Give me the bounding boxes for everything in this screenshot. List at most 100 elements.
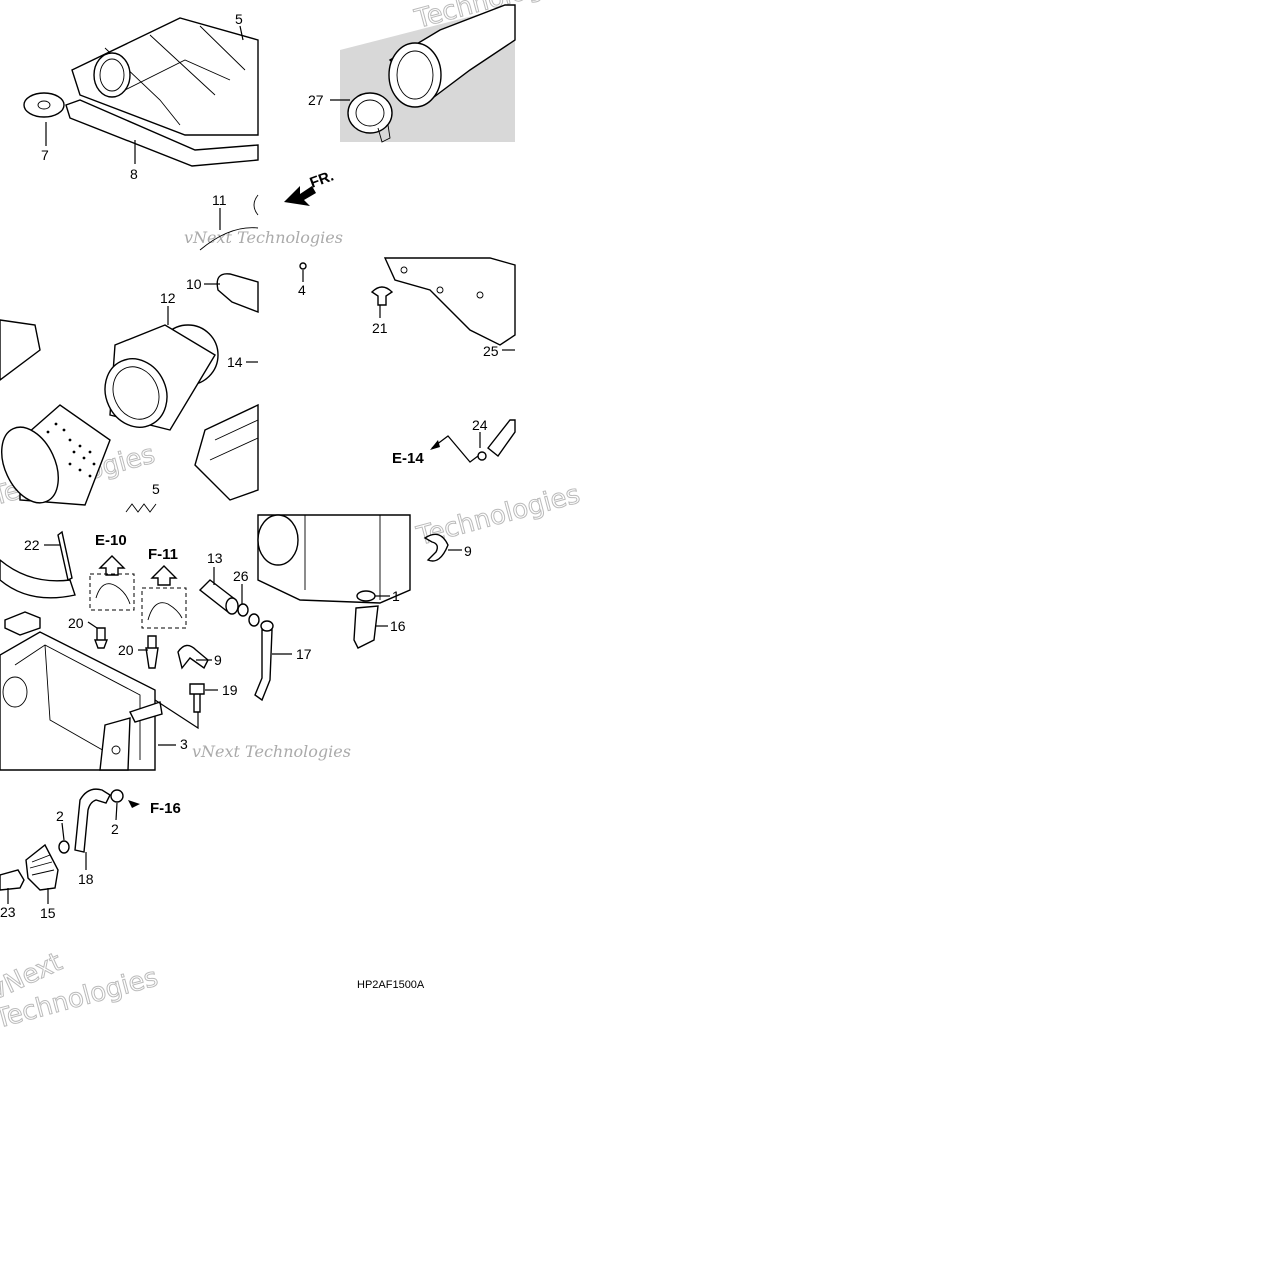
- part-label-25: 25: [483, 343, 499, 359]
- clip-10: [216, 273, 259, 314]
- part-label-13: 13: [207, 550, 223, 566]
- part-label-19: 19: [222, 682, 238, 698]
- part-label-1: 1: [392, 588, 400, 604]
- intake-boot-mouth-inner: [396, 50, 434, 100]
- leader-lines: [7, 25, 515, 904]
- front-label: FR.: [308, 168, 337, 192]
- bolt-20a: [93, 627, 109, 649]
- clamp-2-lower: [58, 840, 70, 854]
- part-label-16: 16: [390, 618, 406, 634]
- part-label-6: 5: [235, 11, 243, 27]
- bracket-25: [383, 257, 516, 346]
- housing-edge: [199, 227, 259, 251]
- tube-clip: [477, 451, 487, 461]
- hose-18: [74, 788, 111, 853]
- part-label-2: 2: [56, 808, 64, 824]
- part-label-10: 10: [186, 276, 202, 292]
- case-3-tab: [129, 701, 163, 723]
- small-parts: [93, 579, 274, 713]
- case-opening: [257, 514, 299, 566]
- part-label-8: 8: [130, 166, 138, 182]
- part-label-9: 9: [214, 652, 222, 668]
- part-label-20: 20: [118, 642, 134, 658]
- case-3-hole: [111, 745, 121, 755]
- cover-inlet: [93, 52, 131, 98]
- case-3-inner: [14, 644, 141, 761]
- grommet-21: [370, 286, 394, 306]
- clamp-2-upper: [110, 789, 124, 803]
- part-label-11: 11: [212, 192, 227, 208]
- tube-13-end: [225, 597, 239, 615]
- bracket-hole: [400, 266, 408, 274]
- seal-23: [0, 559, 76, 599]
- dashed-box-f11: [141, 587, 187, 629]
- hose-band: [347, 92, 393, 134]
- part-label-12: 12: [160, 290, 176, 306]
- watermark-text: vNext Technologies: [184, 228, 343, 247]
- part-label-4: 4: [298, 282, 306, 298]
- part-label-23: 22: [24, 537, 40, 553]
- part-label-7: 7: [41, 147, 49, 163]
- cover-15-ribs: [29, 854, 55, 876]
- seal-23-strip: [57, 530, 73, 582]
- watermark-text: vNext Technologies: [192, 742, 351, 761]
- ref-label-e10: E-10: [95, 532, 127, 549]
- drain-plug-1: [356, 590, 376, 602]
- drawing-code: HP2AF1500A: [357, 979, 425, 991]
- dashed-box-e10: [89, 573, 135, 611]
- drain-tube-16: [353, 605, 379, 649]
- part-label-17: 17: [296, 646, 312, 662]
- part-label-5: 5: [152, 481, 160, 497]
- case-body-edge: [304, 515, 381, 600]
- case-3-bracket: [99, 717, 131, 771]
- part-label-22: 23: [0, 904, 16, 920]
- reference-boxes: [89, 555, 187, 629]
- bolt-20b: [145, 635, 159, 669]
- hose-band-inner: [355, 99, 385, 127]
- arrow-icon: [128, 800, 140, 808]
- part-label-14: 14: [227, 354, 243, 370]
- filter-element-inner: [112, 366, 160, 420]
- ref-label-e14: E-14: [392, 450, 424, 467]
- hose-17-top: [260, 620, 274, 632]
- upper-left-cover: [0, 319, 41, 381]
- front-direction-marker: FR.: [284, 168, 336, 206]
- air-cleaner-cover-group: [23, 17, 259, 167]
- element-group: [0, 194, 259, 513]
- lower-hose-group: [0, 788, 140, 891]
- rubber-plug: [23, 92, 65, 118]
- case-lower-left: [0, 530, 163, 771]
- filter-cage-end: [1, 426, 59, 504]
- hose-shape-icon: [147, 602, 183, 621]
- case-3-port: [2, 676, 28, 708]
- part-label-26: 26: [233, 568, 249, 584]
- arrow-icon: [430, 440, 440, 450]
- up-arrow-icon: [150, 565, 178, 586]
- reference-labels: E-10 F-11 E-14 F-16: [95, 450, 424, 817]
- pad: [4, 611, 41, 636]
- bracket-group: [370, 257, 516, 463]
- clamp-26: [237, 603, 249, 617]
- small-clamp: [248, 613, 260, 627]
- clip-9-right: [423, 533, 449, 562]
- hose-band-clip: [377, 124, 391, 143]
- part-label-20: 20: [68, 615, 84, 631]
- air-cleaner-cover: [71, 17, 259, 136]
- part-label-15: 15: [40, 905, 56, 921]
- part-label-9: 9: [464, 543, 472, 559]
- part-label-27: 27: [308, 92, 324, 108]
- up-arrow-icon: [98, 555, 126, 576]
- part-label-24: 24: [472, 417, 488, 433]
- bolt-4: [299, 262, 307, 270]
- intake-boot-group: [340, 4, 516, 143]
- ref-label-f16: F-16: [150, 800, 181, 817]
- front-arrow-icon: [284, 186, 316, 206]
- housing-edge-2: [253, 194, 259, 216]
- tube-24: [487, 419, 516, 458]
- leader-e14: [431, 435, 479, 463]
- bracket-hole: [436, 286, 444, 294]
- bracket-hole: [476, 291, 484, 299]
- part-label-2: 2: [111, 821, 119, 837]
- bolt-19: [189, 683, 205, 713]
